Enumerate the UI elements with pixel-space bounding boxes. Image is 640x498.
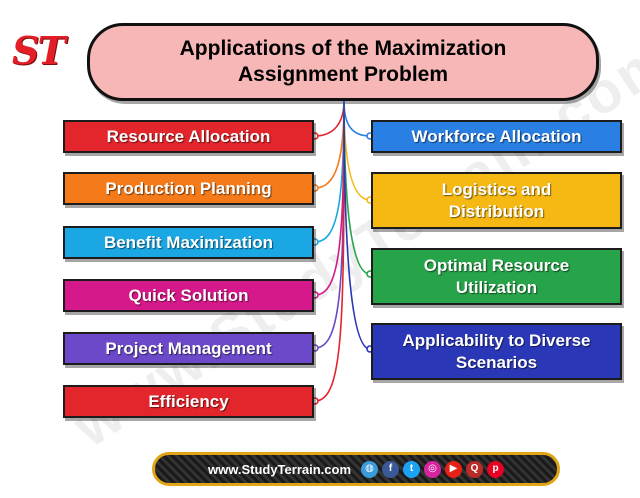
node-label-line-2: Utilization <box>455 277 538 297</box>
studyterrain-logo: ST <box>12 28 66 73</box>
node-benefit-maximization: Benefit Maximization <box>63 226 314 259</box>
node-label: Benefit Maximization <box>103 232 274 252</box>
node-label: Project Management <box>105 338 272 358</box>
title-line-2: Assignment Problem <box>237 63 449 86</box>
connector-benefit-maximization <box>314 100 345 243</box>
node-label: Workforce Allocation <box>411 126 582 146</box>
footer-url-link[interactable]: www.StudyTerrain.com <box>207 461 352 477</box>
connector-resource-allocation <box>314 100 345 137</box>
instagram-icon[interactable]: ◎ <box>424 460 442 478</box>
node-production-planning: Production Planning <box>63 172 314 205</box>
connector-workforce-allocation <box>343 100 371 137</box>
globe-icon[interactable]: ◍ <box>361 460 379 478</box>
node-label: Production Planning <box>105 178 272 198</box>
facebook-icon[interactable]: f <box>382 460 400 478</box>
node-applicability-to-diverse-scenarios: Applicability to Diverse Scenarios <box>371 323 622 380</box>
node-label-line-2: Distribution <box>448 201 545 221</box>
node-efficiency: Efficiency <box>63 385 314 418</box>
connector-production-planning <box>314 100 345 189</box>
node-label: Resource Allocation <box>106 126 271 146</box>
pinterest-icon[interactable]: p <box>487 460 505 478</box>
node-label: Efficiency <box>148 391 229 411</box>
connector-logistics <box>343 100 371 201</box>
node-resource-allocation: Resource Allocation <box>63 120 314 153</box>
node-label-line-1: Optimal Resource <box>423 255 570 275</box>
youtube-icon[interactable]: ▶ <box>445 460 463 478</box>
title-line-1: Applications of the Maximization <box>179 37 507 60</box>
node-label-line-1: Applicability to Diverse <box>402 330 591 350</box>
node-label: Quick Solution <box>128 285 249 305</box>
footer-bar: www.StudyTerrain.com ◍ f t ◎ ▶ Q p <box>152 452 560 486</box>
node-logistics-and-distribution: Logistics and Distribution <box>371 172 622 229</box>
node-project-management: Project Management <box>63 332 314 365</box>
twitter-icon[interactable]: t <box>403 460 421 478</box>
node-optimal-resource-utilization: Optimal Resource Utilization <box>371 248 622 305</box>
node-quick-solution: Quick Solution <box>63 279 314 312</box>
node-workforce-allocation: Workforce Allocation <box>371 120 622 153</box>
quora-icon[interactable]: Q <box>466 460 484 478</box>
diagram-title: Applications of the Maximization Assignm… <box>87 23 599 101</box>
node-label-line-1: Logistics and <box>441 179 552 199</box>
node-label-line-2: Scenarios <box>455 352 538 372</box>
